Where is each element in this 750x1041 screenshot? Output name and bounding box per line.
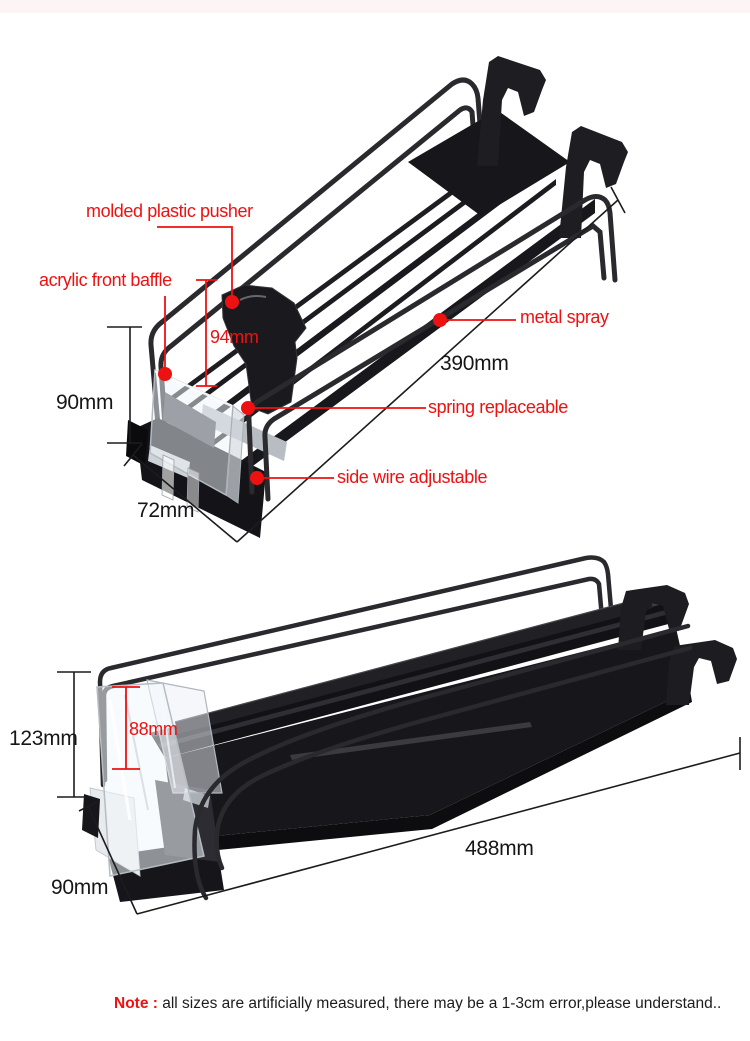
label-spring-replaceable: spring replaceable	[428, 397, 568, 417]
bottom-red-dimension	[112, 686, 140, 770]
dim-90mm-bottom: 90mm	[51, 876, 109, 899]
dim-90mm-top: 90mm	[56, 391, 114, 414]
dim-88mm: 88mm	[129, 719, 178, 739]
label-side-wire-adjustable: side wire adjustable	[337, 467, 488, 487]
dim-123mm: 123mm	[9, 727, 78, 750]
label-molded-plastic-pusher: molded plastic pusher	[86, 201, 253, 221]
top-dimension-lines	[107, 186, 626, 543]
page-top-band	[0, 0, 750, 13]
bottom-dimension-lines	[57, 671, 741, 915]
product-bottom-illustration	[82, 555, 737, 902]
dim-72mm: 72mm	[137, 499, 195, 522]
note-label: Note :	[114, 995, 158, 1012]
dim-390mm: 390mm	[440, 352, 509, 375]
top-callout-dots	[158, 295, 447, 485]
product-top-illustration	[126, 56, 628, 538]
label-metal-spray: metal spray	[520, 307, 609, 327]
dim-488mm: 488mm	[465, 837, 534, 860]
note-text: Note : all sizes are artificially measur…	[114, 995, 721, 1013]
dim-94mm: 94mm	[210, 327, 259, 347]
note-body: all sizes are artificially measured, the…	[162, 995, 722, 1012]
top-callouts	[157, 226, 516, 479]
label-acrylic-front-baffle: acrylic front baffle	[39, 270, 172, 290]
